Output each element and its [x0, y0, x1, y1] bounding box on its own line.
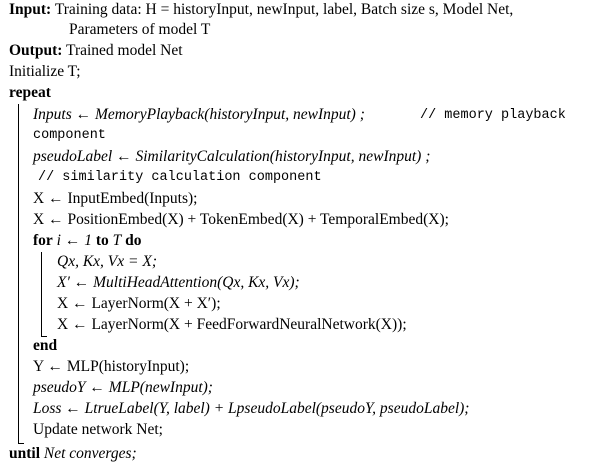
- input-continuation: Parameters of model T: [69, 21, 211, 38]
- do-keyword: do: [125, 232, 142, 249]
- mlp-new-line: pseudoY ← MLP(newInput);: [33, 379, 213, 396]
- input-text: Training data: H = historyInput, newInpu…: [54, 1, 514, 18]
- for-line: for i ← 1 to T do: [33, 231, 142, 251]
- input-line: Input: Training data: H = historyInput, …: [9, 0, 513, 20]
- similarity-comment: // similarity calculation component: [38, 170, 322, 185]
- to-keyword: to: [95, 232, 109, 249]
- update-line: Update network Net;: [33, 421, 163, 438]
- memory-playback-comment-cont: component: [33, 128, 106, 143]
- layernorm-line-1: X ← LayerNorm(X + X′);: [57, 295, 221, 312]
- until-line: until Net converges;: [9, 444, 137, 464]
- repeat-block-cap: [18, 443, 24, 444]
- for-limit: T: [112, 232, 122, 249]
- initialize-line: Initialize T;: [9, 63, 81, 80]
- loss-line: Loss ← LtrueLabel(Y, label) + LpseudoLab…: [33, 400, 470, 417]
- output-text: Trained model Net: [66, 42, 183, 59]
- until-text: Net converges;: [43, 445, 137, 462]
- memory-playback-stmt: Inputs ← MemoryPlayback(historyInput, ne…: [33, 106, 365, 123]
- input-keyword: Input:: [9, 1, 52, 18]
- repeat-keyword: repeat: [9, 84, 51, 101]
- for-range: i ← 1: [56, 232, 92, 249]
- for-block-cap: [41, 336, 47, 337]
- end-keyword: end: [33, 337, 58, 354]
- input-embed-line: X ← InputEmbed(Inputs);: [33, 190, 198, 207]
- similarity-line: pseudoLabel ← SimilarityCalculation(hist…: [33, 148, 431, 165]
- position-embed-line: X ← PositionEmbed(X) + TokenEmbed(X) + T…: [33, 211, 449, 228]
- attention-line: X′ ← MultiHeadAttention(Qx, Kx, Vx);: [57, 274, 300, 291]
- for-keyword: for: [33, 232, 53, 249]
- layernorm-line-2: X ← LayerNorm(X + FeedForwardNeuralNetwo…: [57, 316, 407, 333]
- mlp-history-line: Y ← MLP(historyInput);: [33, 358, 190, 375]
- memory-playback-line: Inputs ← MemoryPlayback(historyInput, ne…: [33, 105, 365, 125]
- qkv-line: Qx, Kx, Vx = X;: [57, 253, 157, 270]
- repeat-block-bar: [18, 104, 19, 443]
- memory-playback-comment: // memory playback: [420, 108, 566, 123]
- output-line: Output: Trained model Net: [9, 41, 183, 61]
- until-keyword: until: [9, 445, 41, 462]
- for-block-bar: [41, 252, 42, 336]
- output-keyword: Output:: [9, 42, 63, 59]
